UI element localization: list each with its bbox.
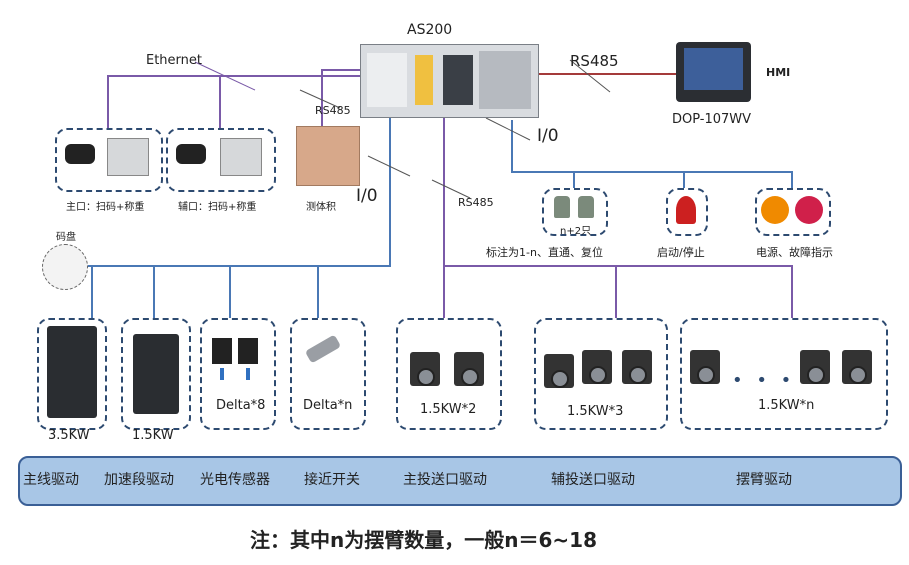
group-main-feed-drive bbox=[396, 318, 502, 430]
rs485-servo-wire bbox=[443, 116, 793, 318]
volume-meter-label: 测体积 bbox=[306, 202, 336, 213]
group-swing-arm-drive-label: 1.5KW*n bbox=[758, 398, 815, 413]
encoder-label: 码盘 bbox=[56, 232, 76, 243]
function-label: 主投送口驱动 bbox=[403, 472, 487, 488]
group-proximity-switch bbox=[290, 318, 366, 430]
lamp-group bbox=[755, 188, 831, 236]
group-accel-drive-label: 1.5KW bbox=[132, 428, 174, 443]
servo-motor-icon bbox=[690, 350, 720, 384]
rs485-scale-label: RS485 bbox=[315, 104, 351, 117]
group-main-drive bbox=[37, 318, 107, 430]
group-photo-sensor bbox=[200, 318, 276, 430]
group-proximity-switch-label: Delta*n bbox=[303, 398, 353, 413]
volume-meter-icon bbox=[296, 126, 360, 186]
push-button-icon bbox=[578, 196, 594, 218]
button-desc-label: 标注为1-n、直通、复位 bbox=[486, 246, 603, 259]
lamp-label: 电源、故障指示 bbox=[756, 246, 833, 259]
scanner-aux-label: 辅口：扫码+称重 bbox=[178, 202, 257, 213]
rs485-scale-slash bbox=[299, 89, 341, 109]
inverter-icon bbox=[133, 334, 179, 414]
io-left-slash bbox=[367, 155, 411, 177]
power-lamp-icon bbox=[761, 196, 789, 224]
rs485-servo-slash bbox=[431, 179, 471, 199]
group-aux-feed-drive-label: 1.5KW*3 bbox=[567, 404, 624, 419]
function-label: 主线驱动 bbox=[23, 472, 79, 488]
ethernet-slash bbox=[194, 61, 256, 91]
ethernet-wire bbox=[107, 75, 360, 130]
hmi-model: DOP-107WV bbox=[672, 112, 752, 127]
button-count-label: n+2只 bbox=[560, 226, 592, 237]
function-label: 光电传感器 bbox=[200, 472, 270, 488]
function-label: 接近开关 bbox=[304, 472, 360, 488]
button-group bbox=[542, 188, 608, 236]
inverter-icon bbox=[47, 326, 97, 418]
encoder-disc-icon bbox=[42, 244, 88, 290]
rs485-scale-wire bbox=[321, 69, 360, 126]
function-label: 摆臂驱动 bbox=[736, 472, 792, 488]
io-left-label: I/0 bbox=[356, 186, 378, 206]
group-main-feed-drive-label: 1.5KW*2 bbox=[420, 402, 477, 417]
push-button-icon bbox=[554, 196, 570, 218]
servo-motor-icon bbox=[544, 354, 574, 388]
scanner-main-label: 主口：扫码+称重 bbox=[66, 202, 145, 213]
hmi-panel bbox=[676, 42, 751, 102]
function-bar bbox=[18, 456, 902, 506]
photo-sensor-icon bbox=[212, 338, 232, 364]
photo-sensor-icon bbox=[238, 338, 258, 364]
servo-motor-icon bbox=[454, 352, 484, 386]
io-right-label: I/0 bbox=[537, 126, 559, 146]
rs485-hmi-label: RS485 bbox=[570, 52, 619, 70]
servo-motor-icon bbox=[410, 352, 440, 386]
io-left-wire bbox=[71, 116, 391, 318]
servo-motor-icon bbox=[622, 350, 652, 384]
scanner-aux-group bbox=[166, 128, 276, 192]
servo-motor-icon bbox=[842, 350, 872, 384]
scale-icon bbox=[220, 138, 262, 176]
group-main-drive-label: 3.5KW bbox=[48, 428, 90, 443]
ethernet-label: Ethernet bbox=[146, 53, 202, 68]
fault-lamp-icon bbox=[795, 196, 823, 224]
scale-icon bbox=[107, 138, 149, 176]
group-aux-feed-drive bbox=[534, 318, 668, 430]
controller-label: AS200 bbox=[407, 22, 453, 38]
function-label: 辅投送口驱动 bbox=[551, 472, 635, 488]
start-stop-label: 启动/停止 bbox=[657, 246, 705, 259]
barcode-scanner-icon bbox=[176, 144, 206, 164]
group-photo-sensor-label: Delta*8 bbox=[216, 398, 266, 413]
proximity-sensor-icon bbox=[304, 334, 342, 364]
rs485-hmi-slash bbox=[569, 59, 611, 93]
group-accel-drive bbox=[121, 318, 191, 430]
function-label: 加速段驱动 bbox=[104, 472, 174, 488]
io-right-slash bbox=[485, 117, 531, 141]
plc-controller bbox=[360, 44, 539, 118]
group-swing-arm-drive: • • • • bbox=[680, 318, 888, 430]
emergency-button-icon bbox=[676, 196, 696, 224]
barcode-scanner-icon bbox=[65, 144, 95, 164]
footnote: 注：其中n为摆臂数量，一般n＝6~18 bbox=[250, 528, 597, 552]
servo-motor-icon bbox=[582, 350, 612, 384]
servo-motor-icon bbox=[800, 350, 830, 384]
ellipsis-icon: • • • • bbox=[732, 370, 820, 391]
io-right-wire bbox=[511, 120, 793, 188]
scanner-main-group bbox=[55, 128, 163, 192]
start-stop-group bbox=[666, 188, 708, 236]
hmi-label: HMI bbox=[766, 66, 791, 79]
rs485-servo-label: RS485 bbox=[458, 196, 494, 209]
